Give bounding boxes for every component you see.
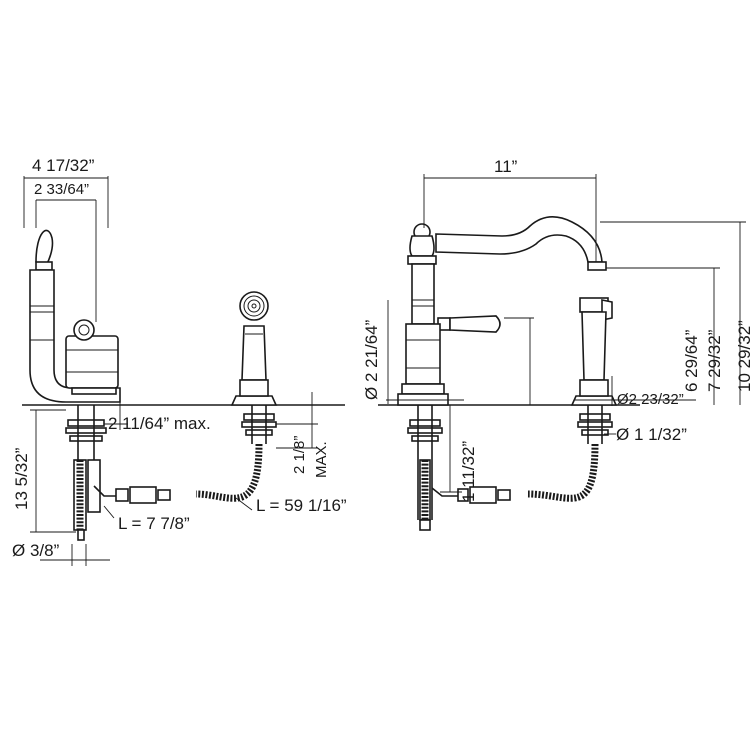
supply-diameter-label: Ø 3/8” bbox=[12, 541, 60, 560]
lever-offset-label: 2 33/64” bbox=[34, 181, 89, 198]
supply-length-label: L = 7 7/8” bbox=[118, 514, 190, 533]
hole-diameter-label: Ø 1 1/32” bbox=[616, 425, 687, 444]
overall-width-label: 4 17/32” bbox=[32, 156, 95, 175]
deck-thickness-label: 2 11/64” max. bbox=[108, 414, 211, 433]
side-shank bbox=[65, 405, 171, 541]
front-shank bbox=[407, 405, 511, 531]
spray-base-diameter-label: Ø2 23/32” bbox=[617, 391, 684, 408]
side-spray-hose bbox=[195, 443, 263, 502]
front-dimensions bbox=[386, 174, 746, 493]
side-faucet-body bbox=[29, 229, 121, 403]
handle-height-label: 6 29/64” bbox=[682, 329, 701, 392]
front-handspray bbox=[570, 297, 618, 444]
spout-reach-label: 11” bbox=[494, 157, 518, 176]
spray-max-label-2: MAX. bbox=[313, 441, 330, 478]
side-view: 4 17/32” 2 33/64” 2 11/64” max. 13 5/32”… bbox=[12, 156, 347, 566]
front-spray-hose bbox=[527, 443, 599, 502]
front-faucet-body bbox=[397, 216, 607, 406]
below-deck-label: 1 11/32” bbox=[459, 441, 478, 502]
spout-outlet-height-label: 7 29/32” bbox=[705, 329, 724, 392]
overall-height-label: 10 29/32” bbox=[735, 320, 754, 392]
spray-hose-length-label: L = 59 1/16” bbox=[256, 496, 347, 515]
shank-length-label: 13 5/32” bbox=[12, 447, 31, 510]
front-view: 11” Ø 2 21/64” 10 29/32” 7 29/32” 6 29/6… bbox=[362, 157, 754, 531]
side-dimensions bbox=[23, 176, 318, 566]
side-handspray bbox=[230, 291, 278, 444]
body-diameter-label: Ø 2 21/64” bbox=[362, 319, 381, 400]
spray-max-label-1: 2 1/8” bbox=[291, 436, 308, 474]
